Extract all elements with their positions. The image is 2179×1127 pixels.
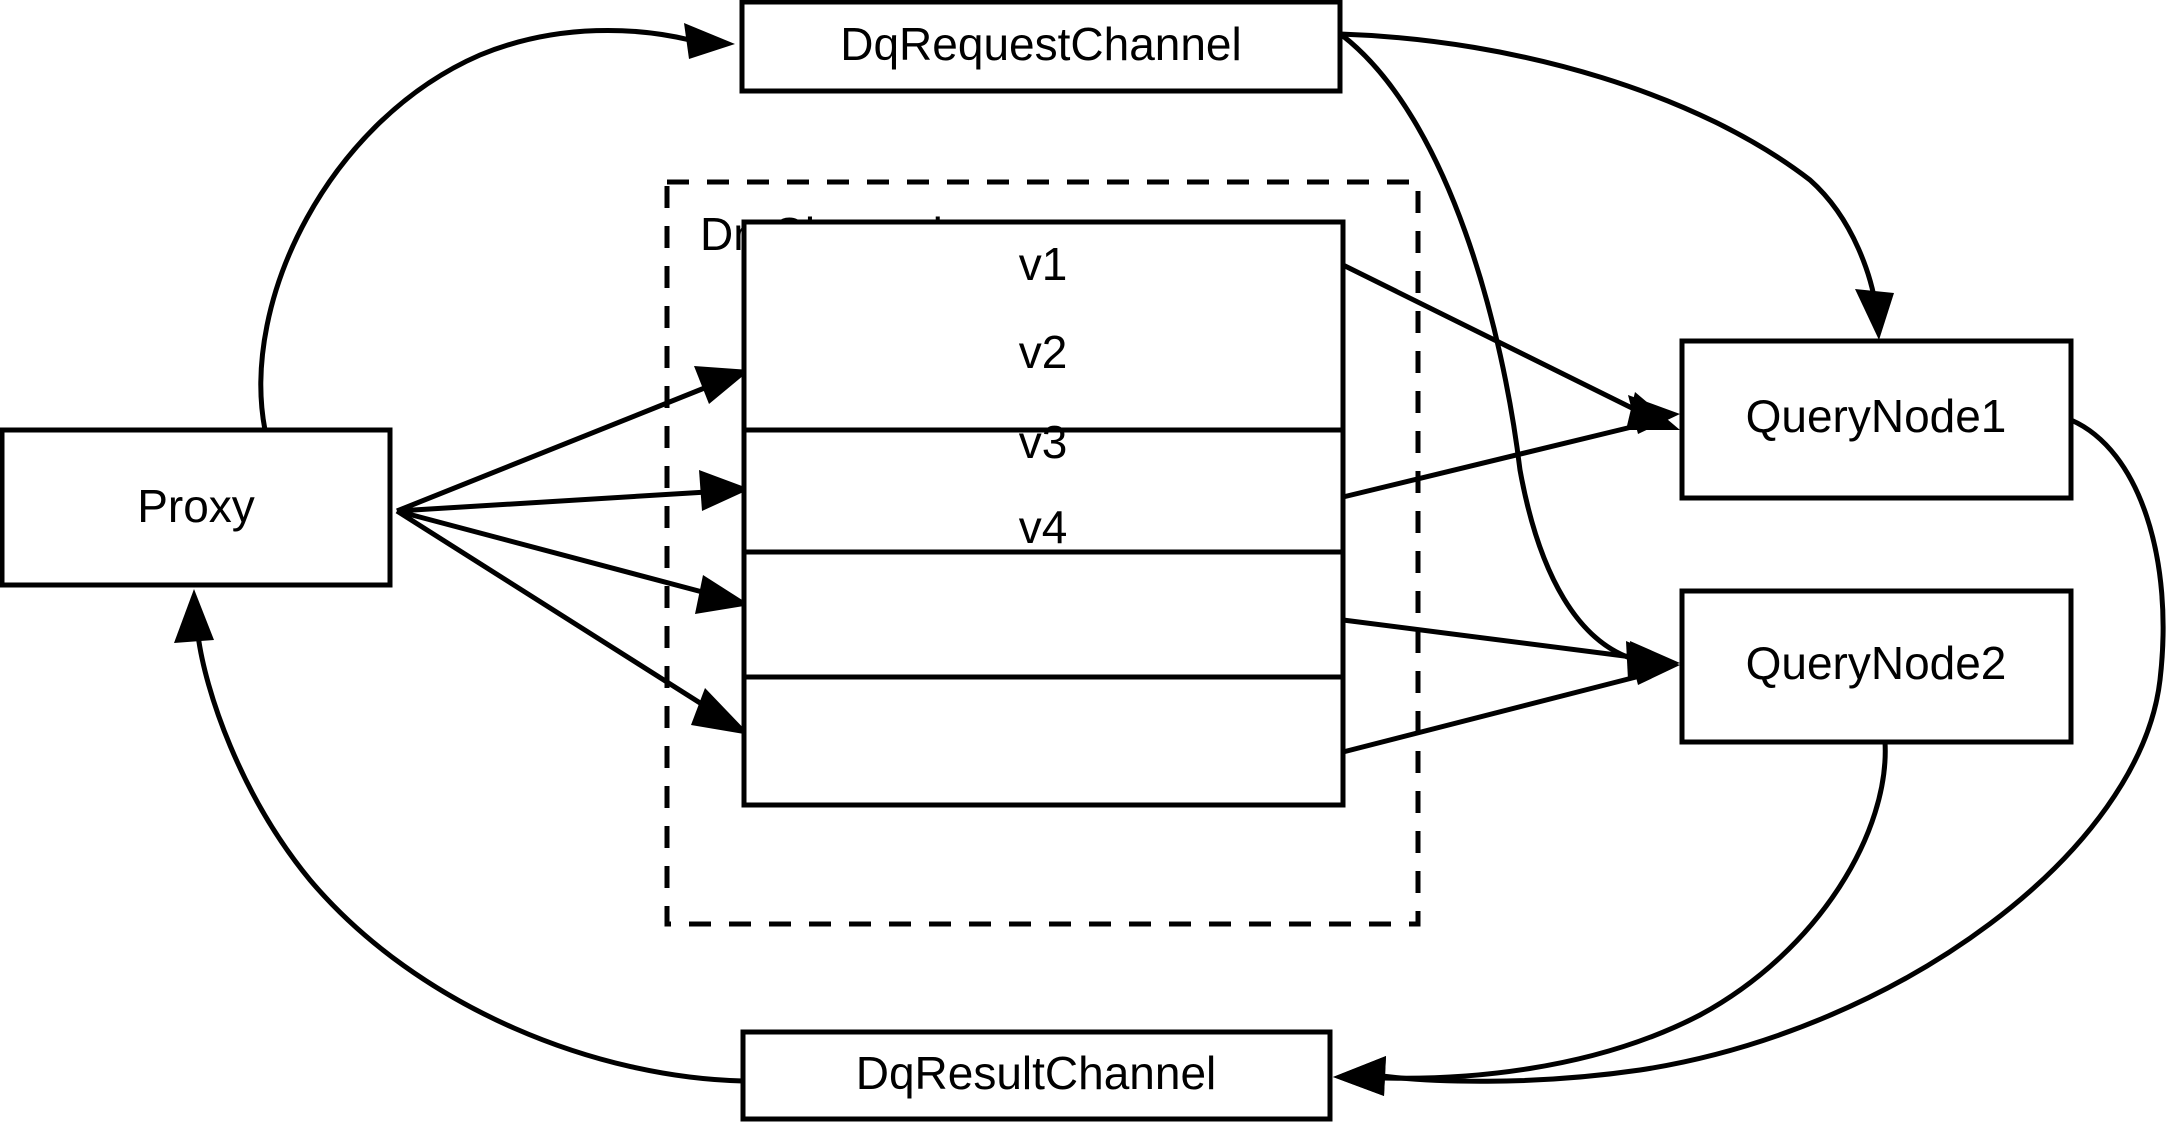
channel-row-v1-label[interactable]: v1 [1019, 238, 1068, 290]
channel-row-v3-label[interactable]: v3 [1019, 416, 1068, 468]
channel-stack: v1 v2 v3 v4 [741, 219, 1346, 808]
edge-querynode1-to-dq-result-channel [1333, 417, 2166, 1096]
edge-proxy-to-v2 [396, 470, 750, 514]
node-dq-request-channel-label: DqRequestChannel [840, 18, 1242, 70]
edge-proxy-to-dq-request-channel [258, 23, 735, 431]
node-querynode1-label: QueryNode1 [1746, 390, 2007, 442]
edge-proxy-to-v4 [395, 508, 750, 735]
node-querynode2[interactable]: QueryNode2 [1679, 588, 2074, 745]
edge-dq-request-channel-to-querynode2 [1341, 34, 1678, 680]
edge-querynode2-to-dq-result-channel [1333, 741, 1888, 1096]
edge-v4-to-querynode2 [1342, 646, 1680, 755]
channel-row-v2-label[interactable]: v2 [1019, 326, 1068, 378]
edge-proxy-to-v3 [396, 508, 750, 614]
node-proxy-label: Proxy [137, 480, 255, 532]
edge-proxy-to-v1 [396, 366, 750, 514]
node-querynode1[interactable]: QueryNode1 [1679, 338, 2074, 501]
edge-v2-to-querynode1 [1342, 395, 1680, 500]
node-dq-request-channel[interactable]: DqRequestChannel [739, 0, 1343, 94]
node-querynode2-label: QueryNode2 [1746, 637, 2007, 689]
node-dq-result-channel[interactable]: DqResultChannel [740, 1029, 1333, 1122]
edge-dq-result-channel-to-proxy [174, 589, 744, 1084]
edge-dq-request-channel-to-querynode1 [1339, 31, 1894, 340]
node-proxy[interactable]: Proxy [0, 427, 393, 588]
node-dq-result-channel-label: DqResultChannel [856, 1047, 1217, 1099]
channel-row-v4-label[interactable]: v4 [1019, 501, 1068, 553]
